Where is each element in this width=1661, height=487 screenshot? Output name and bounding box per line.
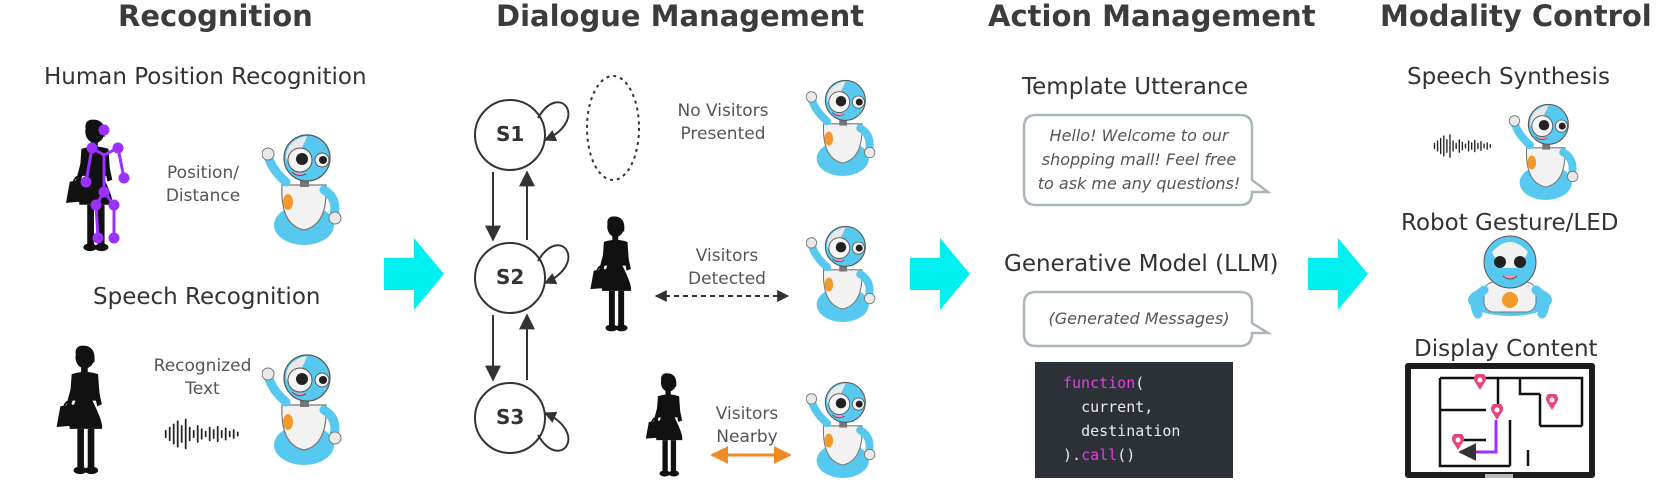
human-skeleton-icon: [64, 118, 130, 253]
display-screen: [1405, 363, 1595, 478]
state-s1-label: S1: [496, 122, 525, 146]
robot-gesture-led-heading: Robot Gesture/LED: [1401, 210, 1619, 236]
template-utterance-text: Hello! Welcome to our shopping mall! Fee…: [1037, 126, 1241, 193]
robot-icon: [806, 80, 875, 176]
column-title-dialogue: Dialogue Management: [496, 0, 865, 33]
code-keyword-call: call: [1081, 446, 1118, 464]
flow-arrow-icon: [384, 238, 444, 310]
human-silhouette-icon: [589, 215, 633, 333]
code-keyword-function: function: [1063, 374, 1136, 392]
map-route-arrow: [1458, 420, 1498, 461]
generative-speech-bubble: [1022, 290, 1273, 348]
visitors-detected-label: Visitors Detected: [688, 246, 766, 289]
visitors-nearby-label: Visitors Nearby: [715, 404, 779, 447]
waveform-icon: [1433, 133, 1492, 159]
position-recognition-heading: Human Position Recognition: [44, 64, 367, 90]
no-visitors-label: No Visitors Presented: [677, 101, 769, 144]
display-content-heading: Display Content: [1414, 336, 1598, 362]
robot-gesture-icon: [1468, 235, 1552, 319]
robot-icon: [806, 226, 875, 322]
robot-icon: [1509, 104, 1578, 200]
speech-recognition-heading: Speech Recognition: [93, 284, 321, 310]
generated-messages-text: (Generated Messages): [1048, 309, 1230, 328]
state-machine: [474, 99, 570, 454]
self-loop-s1: [537, 101, 570, 142]
self-loop-s3: [537, 411, 570, 452]
template-speech-bubble: [1022, 113, 1272, 207]
state-s2-label: S2: [496, 265, 525, 289]
robot-icon: [262, 355, 341, 465]
recognized-text-label: Recognized Text: [153, 356, 252, 399]
flow-arrow-icon: [1308, 238, 1368, 310]
state-s3-label: S3: [496, 405, 525, 429]
human-silhouette-icon: [55, 344, 104, 476]
robot-icon: [262, 135, 341, 245]
robot-icon: [806, 382, 875, 478]
column-title-recognition: Recognition: [118, 0, 313, 33]
code-snippet-block: function( current, destination ).call(): [1035, 362, 1233, 478]
column-title-action: Action Management: [988, 0, 1316, 33]
column-title-modality: Modality Control: [1380, 0, 1652, 33]
self-loop-s2: [537, 244, 570, 285]
template-utterance-heading: Template Utterance: [1022, 74, 1249, 100]
human-silhouette-icon: [644, 372, 684, 478]
waveform-icon: [164, 418, 239, 450]
floor-map-icon: [1438, 376, 1584, 468]
speech-synthesis-heading: Speech Synthesis: [1407, 64, 1610, 90]
generative-model-heading: Generative Model (LLM): [1004, 251, 1279, 277]
empty-visitor-placeholder: [586, 75, 640, 181]
flow-arrow-icon: [910, 238, 970, 310]
position-distance-label: Position/ Distance: [165, 163, 241, 206]
